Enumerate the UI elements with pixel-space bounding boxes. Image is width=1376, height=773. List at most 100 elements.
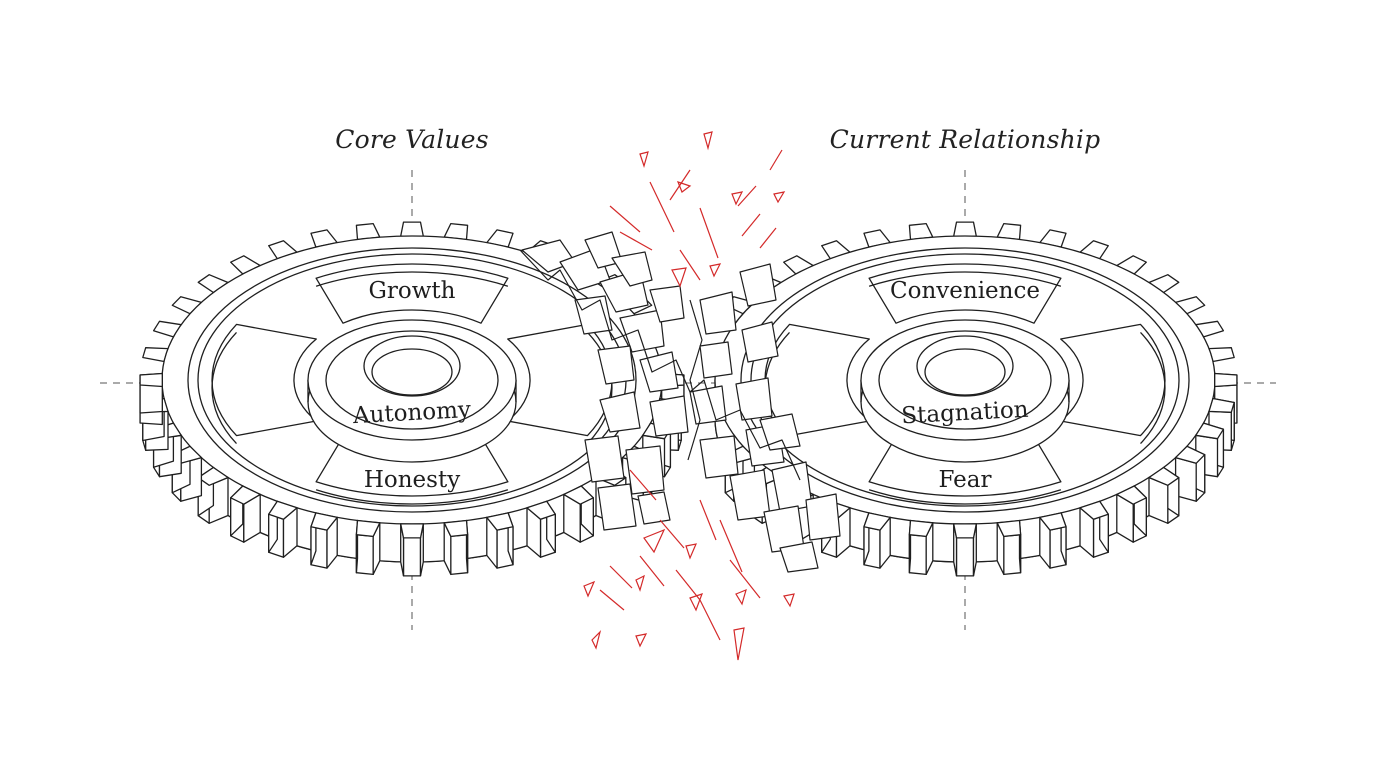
right-gear-labels: Convenience Stagnation Fear: [890, 278, 1040, 493]
spark-shard: [639, 151, 649, 169]
broken-tooth-shard: [805, 493, 841, 541]
spark-shard: [635, 574, 645, 592]
spark-shard: [685, 543, 698, 560]
left-label-center: Autonomy: [351, 397, 471, 429]
fracture-line: [519, 249, 801, 481]
gear-window-bottom-depth: [315, 489, 509, 505]
spark-shard: [689, 593, 704, 612]
spark-shard: [591, 630, 602, 650]
spark-shard: [709, 263, 722, 278]
left-gear-labels: Growth Autonomy Honesty: [351, 278, 471, 493]
broken-gear-teeth: [519, 231, 841, 573]
gear-tooth: [1174, 445, 1206, 464]
spark-shard: [733, 627, 745, 661]
spark-streak: [609, 205, 641, 233]
gear-tooth-front-face: [908, 534, 927, 576]
spark-streak: [649, 181, 675, 233]
spark-streak: [769, 149, 783, 171]
gear-tooth: [1195, 422, 1225, 440]
broken-tooth-shard: [639, 351, 679, 393]
gear-window-top: [315, 263, 509, 324]
right-label-top: Convenience: [890, 278, 1040, 304]
gear-tooth-front-face: [955, 537, 975, 577]
broken-tooth-shard: [599, 391, 641, 433]
gear-tooth: [268, 500, 298, 520]
broken-tooth-shard: [574, 295, 613, 335]
right-label-bottom: Fear: [938, 467, 991, 493]
gear-tooth: [1039, 512, 1067, 531]
spark-streak: [669, 169, 691, 201]
spark-streak: [609, 565, 633, 589]
gear-tooth: [400, 221, 424, 237]
gear-tooth: [400, 523, 424, 539]
left-gear-title: Core Values: [335, 125, 489, 154]
gear-tooth: [355, 519, 381, 538]
gear-tooth-front-face: [450, 534, 469, 576]
gear-tooth: [1116, 485, 1147, 505]
gear-axle-hole-inner: [371, 348, 453, 396]
spark-streak: [599, 589, 625, 611]
spark-streak: [699, 599, 721, 641]
broken-tooth-shard: [699, 435, 739, 479]
fracture-line: [687, 299, 703, 461]
gear-tooth: [563, 485, 594, 505]
gear-tooth: [486, 512, 514, 531]
broken-tooth-shard: [584, 435, 625, 483]
broken-tooth-shard: [741, 321, 779, 363]
gear-window-top: [868, 263, 1062, 324]
gear-tooth-front-face: [355, 534, 374, 576]
spark-shard: [703, 131, 713, 151]
spark-shard: [676, 181, 692, 193]
core-values-gear: [139, 221, 685, 577]
gear-tooth: [230, 485, 261, 505]
spark-shard: [583, 580, 596, 598]
gear-axle-hole-inner: [924, 348, 1006, 396]
gear-window-left-depth: [211, 331, 237, 445]
spark-streak: [679, 249, 701, 281]
broken-tooth-shard: [739, 263, 777, 307]
spark-streak: [659, 519, 685, 549]
spark-shard: [735, 588, 747, 606]
gear-tooth: [996, 519, 1022, 538]
gear-tooth: [1214, 372, 1238, 388]
broken-tooth-shard: [699, 341, 733, 379]
spark-streak: [639, 555, 665, 587]
broken-tooth-shard: [735, 377, 773, 421]
broken-tooth-shard: [759, 413, 801, 451]
spark-shard: [671, 267, 687, 288]
spark-shard: [773, 191, 786, 204]
spark-streak: [629, 469, 657, 501]
broken-tooth-shard: [779, 541, 819, 573]
spark-streak: [759, 227, 777, 249]
left-label-bottom: Honesty: [364, 467, 460, 493]
gear-tooth: [310, 512, 338, 531]
spark-streak: [741, 213, 761, 237]
spark-streak: [619, 231, 653, 251]
broken-tooth-shard: [597, 345, 635, 385]
gear-tooth-front-face: [402, 537, 422, 577]
gear-window-left: [211, 323, 317, 437]
broken-tooth-shard: [637, 491, 671, 525]
broken-tooth-shard: [597, 483, 637, 531]
fracture-sparks: [583, 131, 795, 661]
spark-streak: [699, 499, 717, 541]
left-label-top: Growth: [369, 278, 456, 304]
gear-tooth: [443, 519, 469, 538]
gear-tooth: [1148, 466, 1180, 486]
gear-window-right-depth: [587, 331, 613, 445]
spark-shard: [643, 528, 666, 554]
gear-tooth: [526, 500, 556, 520]
gear-window-right-depth: [1140, 331, 1166, 445]
gear-tooth: [953, 221, 977, 237]
spark-shard: [635, 633, 648, 648]
spark-streak: [675, 569, 701, 601]
gear-tooth: [1208, 397, 1235, 413]
right-gear-title: Current Relationship: [829, 125, 1101, 154]
spark-shard: [783, 593, 795, 608]
spark-streak: [699, 207, 719, 259]
gear-window-bottom-depth: [868, 489, 1062, 505]
spark-streak: [719, 519, 743, 573]
spark-shard: [731, 191, 744, 206]
